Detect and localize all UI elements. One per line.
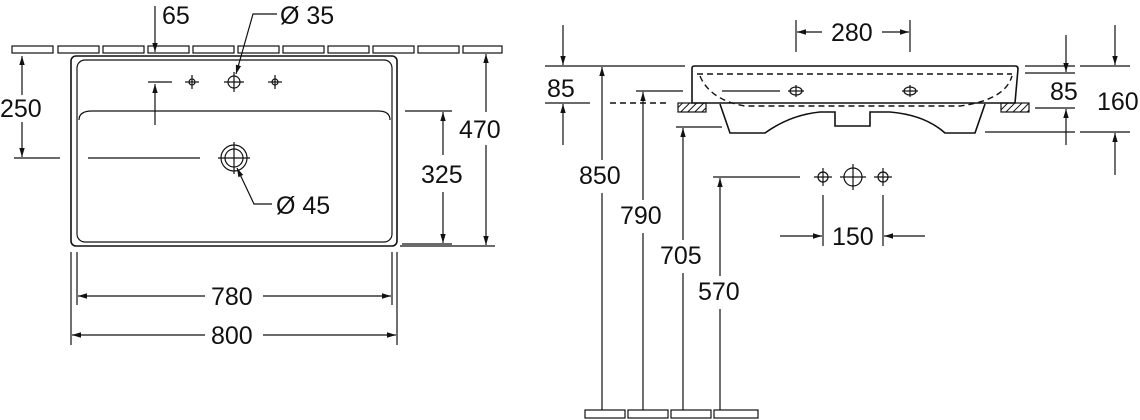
basin-underside <box>719 103 986 134</box>
dim-160-label: 160 <box>1097 88 1139 116</box>
basin-outline <box>70 55 398 247</box>
dim-150-label: 150 <box>832 223 874 251</box>
dim-65-label: 65 <box>162 2 190 30</box>
dim-800-label: 800 <box>211 322 253 350</box>
tap-hole-icon <box>185 72 282 92</box>
side-view: 280 85 850 790 705 570 <box>545 19 1139 419</box>
countertop-hatch-left <box>677 102 707 113</box>
wall-strip <box>11 45 503 54</box>
bowl-edge <box>78 110 391 121</box>
dim-850-label: 850 <box>579 162 621 190</box>
top-view: 65 Ø 35 Ø 45 250 325 470 780 800 <box>0 2 503 350</box>
basin-inner <box>76 59 393 243</box>
waste-outlet-icon <box>218 142 250 174</box>
dim-790-label: 790 <box>620 202 662 230</box>
dim-780-label: 780 <box>211 283 253 311</box>
dim-85-right-label: 85 <box>1050 78 1078 106</box>
dim-diam-45-label: Ø 45 <box>276 192 330 220</box>
dim-325-label: 325 <box>421 161 463 189</box>
dim-570-label: 570 <box>698 278 740 306</box>
dim-diam-35-label: Ø 35 <box>280 2 334 30</box>
dim-705-label: 705 <box>660 242 702 270</box>
wall-tap-holes-icon <box>814 164 892 190</box>
dim-280-label: 280 <box>831 19 873 47</box>
dim-470-label: 470 <box>459 116 501 144</box>
dim-85-left-label: 85 <box>547 75 575 103</box>
overflow-hole-icon <box>788 85 918 97</box>
floor-strip <box>584 409 759 419</box>
countertop-hatch-right <box>1000 102 1030 113</box>
basin-profile <box>691 65 1019 104</box>
dim-250-label: 250 <box>0 95 42 123</box>
